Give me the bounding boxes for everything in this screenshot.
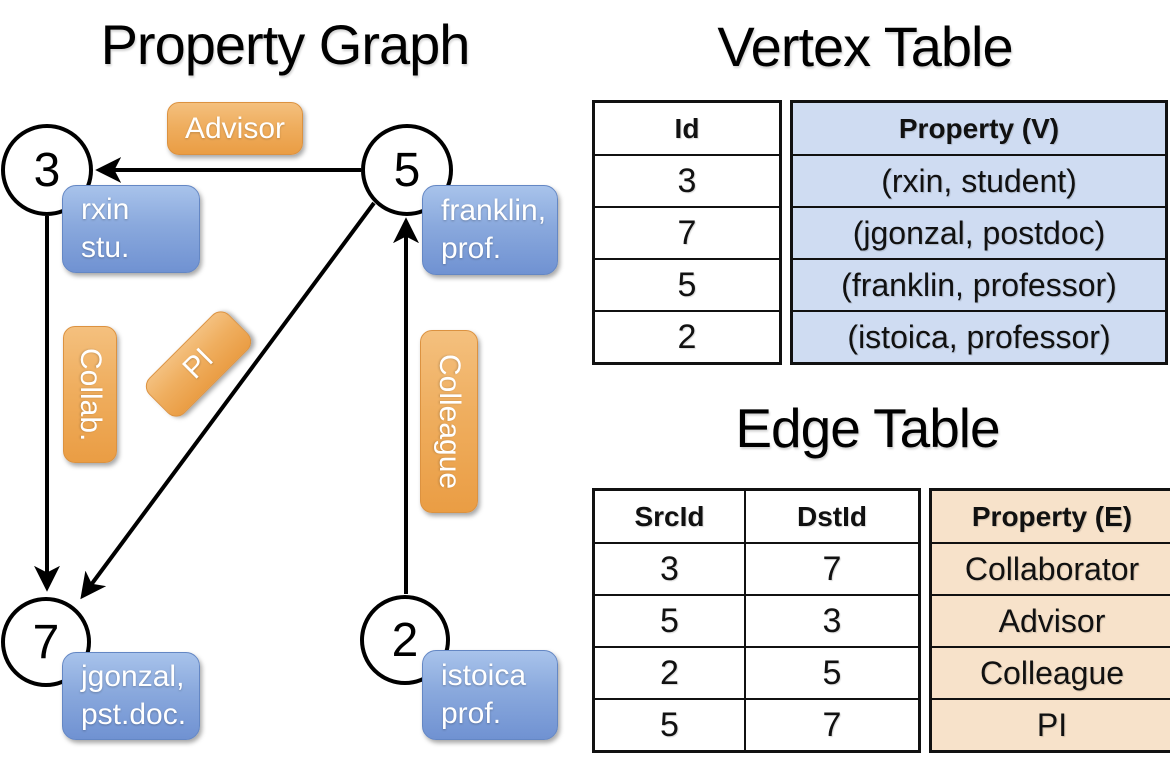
vertex-id-label: 7 — [32, 615, 60, 669]
column-header: SrcId — [592, 488, 746, 544]
vertex-property-box-franklin: franklin, prof. — [422, 185, 558, 275]
vertex-property-line: franklin, — [441, 194, 547, 227]
table-cell: (rxin, student) — [790, 154, 1168, 208]
vertex-id-label: 2 — [391, 613, 419, 667]
table-row: (rxin, student) — [790, 154, 1168, 208]
table-row: 5 3 — [592, 594, 921, 648]
table-cell: (franklin, professor) — [790, 258, 1168, 312]
vertex-property-line: pst.doc. — [81, 698, 187, 731]
edge-label-colleague: Colleague — [420, 330, 478, 513]
table-row: 2 — [592, 310, 782, 365]
table-row: 3 — [592, 154, 782, 208]
table-cell: 7 — [744, 542, 921, 596]
edge-table: SrcId DstId 3 7 5 3 2 5 5 7 Property (E)… — [592, 488, 1170, 753]
property-graph-title: Property Graph — [100, 13, 471, 76]
column-header: DstId — [744, 488, 921, 544]
table-cell: PI — [929, 698, 1170, 753]
edge-label-text: PI — [176, 341, 220, 386]
column-header: Property (V) — [790, 100, 1168, 156]
edge-label-text: Colleague — [433, 353, 466, 490]
edge-pi-arrow — [80, 201, 376, 600]
table-row: 5 — [592, 258, 782, 312]
edge-table-property-column: Property (E) Collaborator Advisor Collea… — [929, 488, 1170, 753]
edge-label-collab: Collab. — [63, 326, 117, 463]
vertex-property-line: jgonzal, — [81, 660, 185, 693]
vertex-table-property-column: Property (V) (rxin, student) (jgonzal, p… — [790, 100, 1168, 365]
table-cell: (jgonzal, postdoc) — [790, 206, 1168, 260]
edge-label-text: Collab. — [74, 347, 107, 442]
table-row: (jgonzal, postdoc) — [790, 206, 1168, 260]
table-cell: 5 — [592, 594, 746, 648]
edge-table-title: Edge Table — [735, 397, 1000, 459]
vertex-table: Id 3 7 5 2 Property (V) (rxin, student) … — [592, 100, 1168, 365]
table-row: Collaborator — [929, 542, 1170, 596]
vertex-id-label: 5 — [393, 143, 421, 197]
vertex-id-label: 3 — [33, 143, 61, 197]
vertex-property-box-istoica: istoica prof. — [422, 650, 558, 740]
vertex-property-line: prof. — [441, 232, 502, 265]
table-cell: 2 — [592, 310, 782, 365]
table-row: 3 7 — [592, 542, 921, 596]
vertex-property-line: stu. — [81, 231, 130, 264]
vertex-property-box-jgonzal: jgonzal, pst.doc. — [62, 652, 200, 740]
table-row: Advisor — [929, 594, 1170, 648]
table-cell: Collaborator — [929, 542, 1170, 596]
table-cell: 7 — [744, 698, 921, 753]
table-cell: 3 — [744, 594, 921, 648]
table-row: 7 — [592, 206, 782, 260]
table-row: Colleague — [929, 646, 1170, 700]
table-row: 2 5 — [592, 646, 921, 700]
vertex-property-line: rxin — [81, 193, 130, 226]
table-cell: 3 — [592, 542, 746, 596]
edge-label-text: Advisor — [184, 111, 286, 145]
table-row: (istoica, professor) — [790, 310, 1168, 365]
column-header: Property (E) — [929, 488, 1170, 544]
vertex-property-line: istoica — [441, 659, 527, 692]
vertex-table-id-column: Id 3 7 5 2 — [592, 100, 782, 365]
vertex-circle-3: 3 — [1, 124, 93, 216]
table-cell: 3 — [592, 154, 782, 208]
vertex-table-title: Vertex Table — [717, 15, 1013, 78]
vertex-property-line: prof. — [441, 697, 502, 730]
table-cell: 2 — [592, 646, 746, 700]
vertex-property-box-rxin: rxin stu. — [62, 185, 200, 273]
column-header: Id — [592, 100, 782, 156]
table-cell: Colleague — [929, 646, 1170, 700]
table-row: (franklin, professor) — [790, 258, 1168, 312]
table-cell: 5 — [592, 698, 746, 753]
table-cell: Advisor — [929, 594, 1170, 648]
table-cell: 5 — [592, 258, 782, 312]
table-cell: 7 — [592, 206, 782, 260]
table-cell: 5 — [744, 646, 921, 700]
table-cell: (istoica, professor) — [790, 310, 1168, 365]
edge-table-id-columns: SrcId DstId 3 7 5 3 2 5 5 7 — [592, 488, 921, 753]
edge-label-advisor: Advisor — [167, 102, 303, 155]
table-row: 5 7 — [592, 698, 921, 753]
table-row: PI — [929, 698, 1170, 753]
